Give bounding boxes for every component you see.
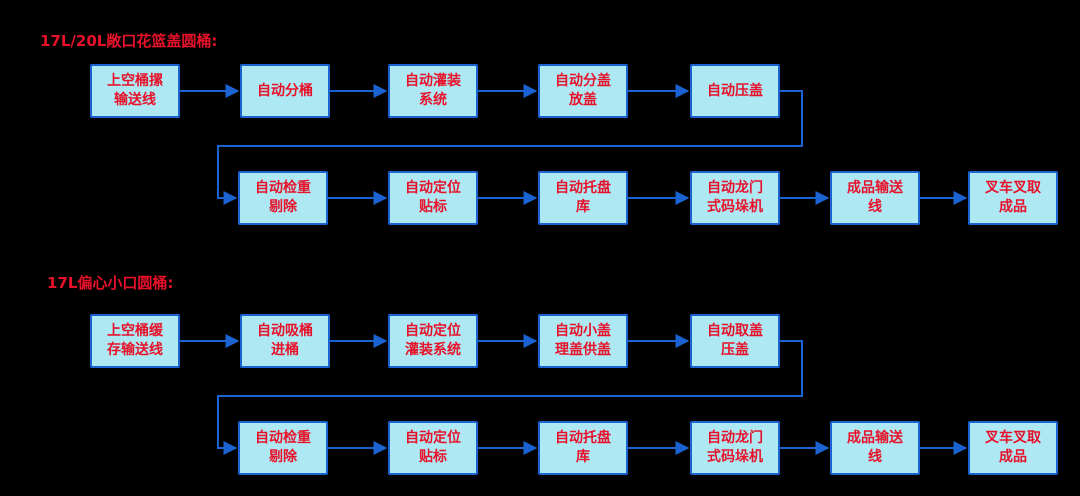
flow-step: 自动托盘 库 bbox=[538, 171, 628, 225]
flow-step: 上空桶摞 输送线 bbox=[90, 64, 180, 118]
flow-step: 自动定位 贴标 bbox=[388, 171, 478, 225]
flow-step: 自动托盘 库 bbox=[538, 421, 628, 475]
flow-step: 自动检重 剔除 bbox=[238, 421, 328, 475]
flow-step: 自动取盖 压盖 bbox=[690, 314, 780, 368]
flow-step: 成品输送 线 bbox=[830, 421, 920, 475]
flow-step: 叉车叉取 成品 bbox=[968, 421, 1058, 475]
flow-step: 自动分盖 放盖 bbox=[538, 64, 628, 118]
flow-step: 叉车叉取 成品 bbox=[968, 171, 1058, 225]
section-title-open-top-bucket: 17L/20L敞口花篮盖圆桶: bbox=[40, 32, 218, 50]
section-title-eccentric-small-mouth-bucket: 17L偏心小口圆桶: bbox=[47, 274, 174, 292]
flow-step: 自动压盖 bbox=[690, 64, 780, 118]
flow-step: 自动定位 贴标 bbox=[388, 421, 478, 475]
flow-step: 自动吸桶 进桶 bbox=[240, 314, 330, 368]
flow-step: 自动小盖 理盖供盖 bbox=[538, 314, 628, 368]
flow-step: 自动定位 灌装系统 bbox=[388, 314, 478, 368]
flow-step: 成品输送 线 bbox=[830, 171, 920, 225]
flow-step: 自动龙门 式码垛机 bbox=[690, 171, 780, 225]
flow-step: 自动龙门 式码垛机 bbox=[690, 421, 780, 475]
flow-step: 自动检重 剔除 bbox=[238, 171, 328, 225]
flow-step: 自动灌装 系统 bbox=[388, 64, 478, 118]
flow-step: 自动分桶 bbox=[240, 64, 330, 118]
flow-step: 上空桶缓 存输送线 bbox=[90, 314, 180, 368]
